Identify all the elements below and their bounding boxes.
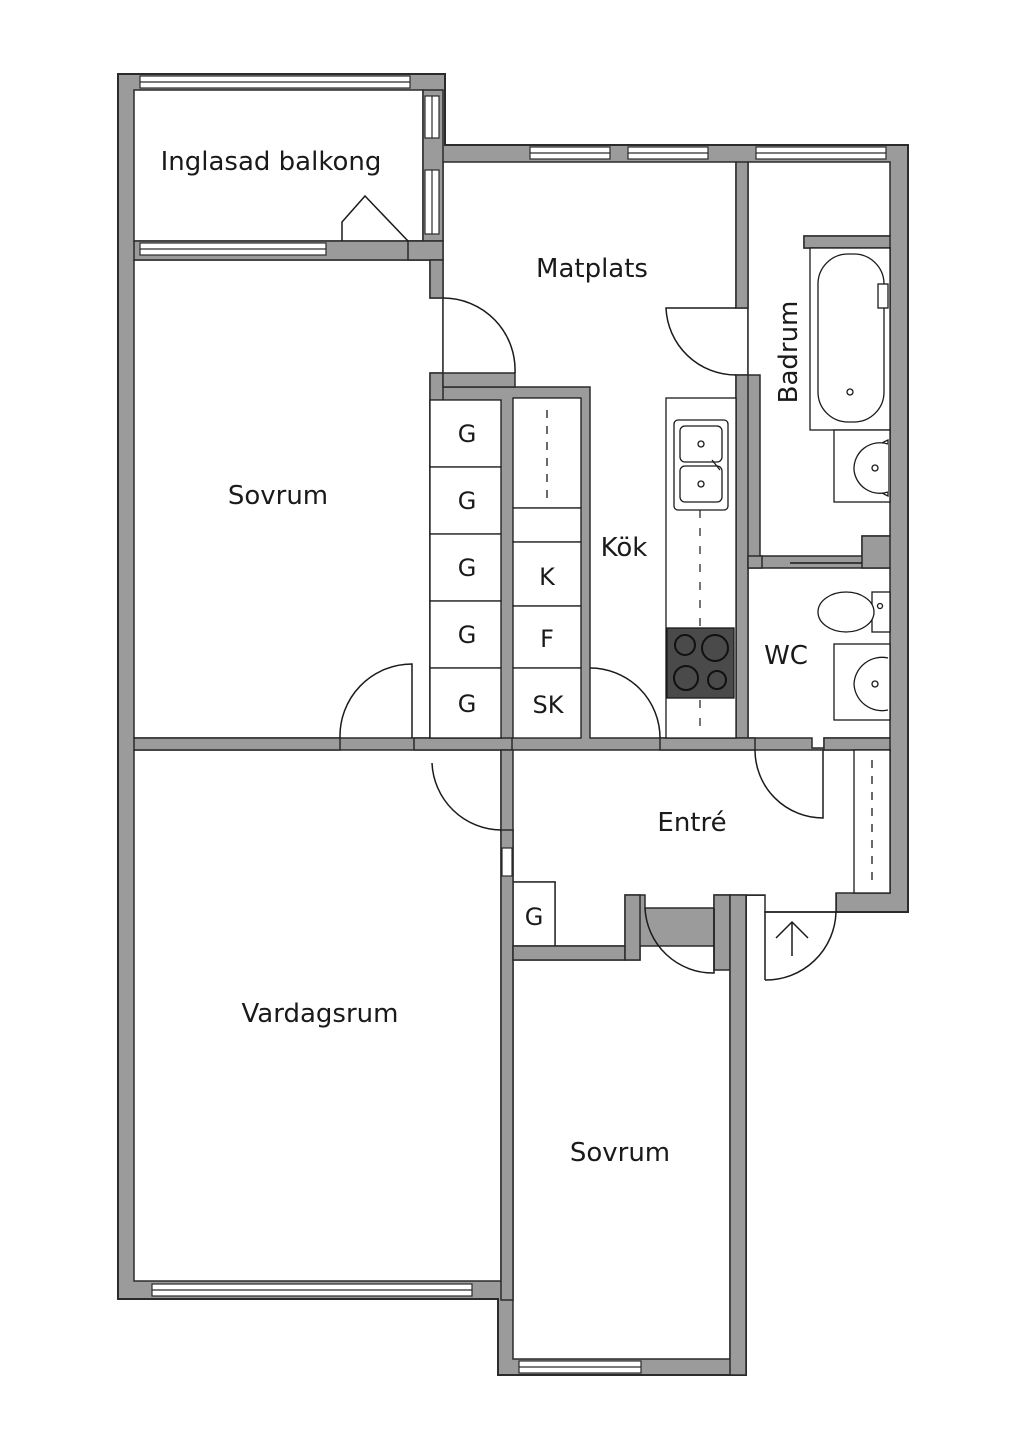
room-labels: Inglasad balkong Matplats Badrum Sovrum …	[161, 147, 808, 1168]
washbasin-icon	[833, 643, 891, 721]
room-label-bedroom-1: Sovrum	[228, 481, 328, 511]
door-bedroom-1-hall	[339, 663, 413, 739]
arrow-up-icon	[775, 920, 809, 956]
fridge-label: K	[539, 563, 556, 591]
stove-icon	[666, 627, 735, 699]
fridge-column	[512, 397, 582, 739]
kitchen-sink-icon	[673, 419, 729, 511]
room-label-kitchen: Kök	[601, 533, 648, 563]
room-label-balcony: Inglasad balkong	[161, 147, 382, 177]
wardrobe-label: G	[458, 554, 477, 582]
bathtub-icon	[809, 247, 891, 431]
floor-balcony	[133, 89, 424, 242]
cabinet-label: SK	[533, 691, 565, 719]
wardrobe-label: G	[525, 903, 544, 931]
fixture-labels: G G G G G K F SK G	[458, 420, 565, 931]
door-front	[764, 911, 837, 981]
wardrobe-column	[429, 399, 502, 739]
room-label-dining: Matplats	[536, 254, 648, 284]
door-living-room	[431, 762, 502, 831]
door-balcony	[341, 194, 409, 242]
hall-wardrobe	[853, 749, 891, 894]
floor-entrance-closet	[512, 881, 556, 947]
room-label-wc: WC	[764, 641, 808, 671]
freezer-label: F	[540, 625, 554, 653]
wardrobe-label: G	[458, 420, 477, 448]
door-kitchen-hall	[589, 667, 661, 739]
washbasin-icon	[833, 429, 891, 503]
door-bedroom-1	[442, 297, 516, 374]
door-bathroom	[665, 307, 737, 376]
room-label-bedroom-2: Sovrum	[570, 1138, 670, 1168]
toilet-icon	[817, 591, 891, 633]
door-bedroom-2	[644, 907, 715, 974]
floor-living-room	[133, 749, 502, 1282]
doors	[339, 194, 862, 981]
room-label-living-room: Vardagsrum	[242, 999, 399, 1029]
windows	[139, 75, 887, 1374]
room-label-bathroom: Badrum	[774, 301, 804, 404]
wardrobe-label: G	[458, 487, 477, 515]
wardrobe-label: G	[458, 690, 477, 718]
wardrobe-label: G	[458, 621, 477, 649]
door-wc	[754, 749, 824, 819]
room-label-entrance: Entré	[657, 808, 726, 838]
window	[501, 847, 513, 877]
inner-walls	[133, 89, 891, 1376]
